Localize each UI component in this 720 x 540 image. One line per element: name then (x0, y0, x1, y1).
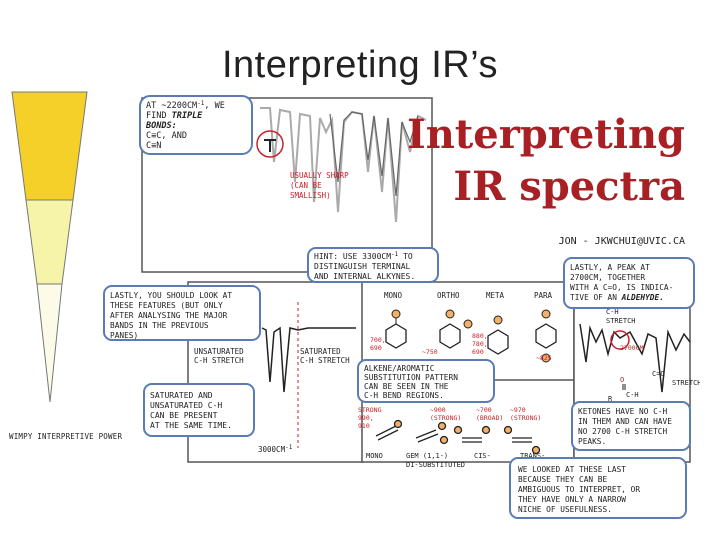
poster-author: JON - JKWCHUI@UVIC.CA (559, 236, 685, 247)
triple-bond-peak-highlight (256, 130, 284, 158)
interpretive-power-wedge (11, 91, 88, 403)
triple-bond-note (139, 95, 253, 155)
alkene-label-gem: GEM (1,1-) (406, 452, 448, 460)
saturated-note (143, 383, 255, 437)
alkene-label-mono: MONO (366, 452, 383, 460)
sharp-note: USUALLY SHARP (CAN BE SMALLISH) (290, 171, 353, 200)
ketone-note (571, 401, 691, 451)
alkene-label-trans: TRANS- (520, 452, 545, 460)
ch-stretch-label: C-H STRETCH (606, 308, 636, 325)
alkene-label-cis: CIS- (474, 452, 491, 460)
interpretive-power-label: WIMPY INTERPRETIVE POWER (9, 432, 123, 441)
saturated-note-text: SATURATED AND UNSATURATED C-H CAN BE PRE… (150, 391, 232, 430)
aldehyde-structure: O R C-H (608, 376, 639, 403)
ring-label-para: PARA (534, 291, 553, 300)
lastly-note-text: LASTLY, YOU SHOULD LOOK AT THESE FEATURE… (110, 291, 237, 340)
alkene-value-trans: ~970 (STRONG) (510, 406, 541, 422)
alkene-note-text: ALKENE/AROMATIC SUBSTITUTION PATTERN CAN… (364, 364, 463, 400)
ring-label-meta: META (486, 291, 505, 300)
alkene-note (357, 359, 495, 403)
benzene-ring-ortho (439, 309, 473, 349)
hint-note-text: HINT: USE 3300CM-1 TO DISTINGUISH TERMIN… (314, 251, 418, 281)
peak-2700-label: 2700CM (620, 344, 644, 352)
triple-bond-note-text: AT ~2200CM-1, WE FIND TRIPLE BONDS: C≡C,… (145, 100, 230, 151)
svg-text:R: R (608, 395, 613, 403)
triple-bond-spectrum (260, 107, 427, 223)
ring-label-ortho: ORTHO (437, 291, 460, 300)
ch-stretch-spectrum (261, 326, 356, 393)
alkene-value-cis: ~700 (BROAD) (476, 406, 503, 422)
slide-title: Interpreting IR’s (221, 44, 499, 86)
benzene-ring-para (535, 309, 557, 363)
ring-value-ortho: ~750 (422, 348, 438, 356)
aldehyde-peak-highlight (610, 330, 630, 350)
svg-text:O: O (620, 376, 624, 384)
aldehyde-spectrum (579, 323, 691, 393)
alkene-value-mono: STRONG 990, 910 (358, 406, 385, 430)
last-note (509, 457, 687, 519)
alkene-structure-trans (503, 425, 541, 455)
wavenumber-label: 3000CM-1 (258, 444, 293, 454)
ring-value-mono: 700, 690 (370, 336, 390, 352)
alkene-structure-mono (375, 419, 403, 441)
unsaturated-label: UNSATURATED C-H STRETCH (194, 347, 248, 365)
ring-value-meta: 880, 780, 690 (472, 332, 492, 356)
benzene-ring-mono (385, 309, 407, 349)
svg-text:C-H: C-H (626, 391, 639, 399)
wedge-middle-band (25, 199, 74, 285)
wedge-top-band (11, 91, 88, 201)
aldehyde-note-text: LASTLY, A PEAK AT 2700CM, TOGETHER WITH … (570, 263, 678, 302)
alkene-label-gem2: DI-SUBSTITUTED (406, 461, 465, 469)
lastly-note (103, 285, 261, 341)
hint-note (307, 247, 439, 283)
poster-title-line2: IR spectra (453, 163, 685, 210)
poster-title-line1: Interpreting (407, 111, 685, 158)
triple-bond-spectrum-detail (329, 111, 419, 197)
ir-spectra-poster: AT ~2200CM-1, WE FIND TRIPLE BONDS: C≡C,… (103, 95, 700, 519)
benzene-ring-meta (487, 315, 509, 355)
ring-value-para: ~825 (536, 354, 552, 362)
last-note-text: WE LOOKED AT THESE LAST BECAUSE THEY CAN… (518, 465, 645, 514)
ketone-note-text: KETONES HAVE NO C-H IN THEM AND CAN HAVE… (578, 407, 677, 446)
ring-label-mono: MONO (384, 291, 403, 300)
alkene-structure-gem (415, 421, 449, 445)
alkene-value-gem: ~900 (STRONG) (430, 406, 461, 422)
saturated-label: SATURATED C-H STRETCH (300, 347, 350, 365)
wedge-bottom-band (36, 283, 63, 403)
aldehyde-note (563, 257, 695, 309)
alkene-structure-cis (453, 425, 491, 443)
co-stretch-label: C=O STRETCH (652, 370, 700, 387)
